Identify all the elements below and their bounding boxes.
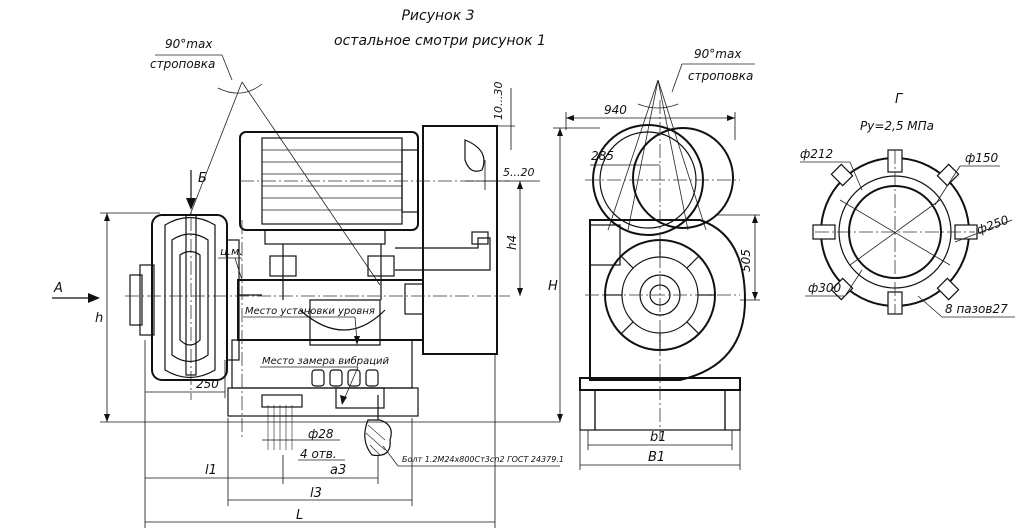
flange-view: Г Ру=2,5 МПа ф212 ф150 ф250 ф300 bbox=[800, 92, 1015, 318]
flange-slots: 8 пазов27 bbox=[945, 302, 1008, 316]
dim-505: 505 bbox=[739, 249, 753, 272]
dim-H: H bbox=[548, 279, 558, 294]
dim-l3: l3 bbox=[310, 486, 322, 501]
dim-holes-count: 4 отв. bbox=[300, 447, 337, 461]
front-sling-label: строповка bbox=[688, 69, 753, 83]
dim-l1: l1 bbox=[205, 463, 217, 478]
dim-L: L bbox=[296, 508, 303, 523]
dim-a3: a3 bbox=[330, 463, 346, 478]
dim-940: 940 bbox=[604, 103, 627, 117]
dim-B1: B1 bbox=[648, 450, 665, 465]
side-sling-label: строповка bbox=[150, 57, 215, 71]
level-place-label: Место установки уровня bbox=[245, 306, 375, 317]
side-sling-angle: 90°max bbox=[165, 37, 213, 51]
dim-h: h bbox=[95, 311, 103, 326]
side-view: 90°max строповка bbox=[52, 37, 564, 528]
dim-h4: h4 bbox=[505, 235, 519, 250]
view-arrow-a-label: А bbox=[53, 281, 63, 296]
view-arrow-b-label: Б bbox=[198, 171, 207, 186]
front-view: 90°max строповка bbox=[548, 47, 760, 470]
flange-d250: ф250 bbox=[975, 213, 1011, 238]
flange-d150: ф150 bbox=[965, 151, 999, 165]
vibration-place-label: Место замера вибраций bbox=[262, 355, 390, 367]
front-sling-angle: 90°max bbox=[694, 47, 742, 61]
flange-pressure: Ру=2,5 МПа bbox=[860, 119, 934, 133]
dim-10-30: 10...30 bbox=[492, 82, 505, 120]
figure-note: остальное смотри рисунок 1 bbox=[334, 33, 546, 49]
flange-d212: ф212 bbox=[800, 147, 833, 161]
flange-view-label: Г bbox=[895, 92, 904, 107]
cm-label: ц.м. bbox=[220, 245, 243, 258]
dim-5-20: 5...20 bbox=[503, 166, 535, 179]
dim-250: 250 bbox=[196, 377, 219, 391]
dim-285: 285 bbox=[591, 149, 614, 163]
figure-title: Рисунок 3 bbox=[401, 8, 474, 24]
dim-hole: ф28 bbox=[308, 427, 334, 441]
flange-d300: ф300 bbox=[808, 281, 842, 295]
dim-b1: b1 bbox=[650, 430, 667, 445]
bolt-note: Болт 1.2М24х800Ст3сп2 ГОСТ 24379.1 bbox=[402, 455, 564, 464]
